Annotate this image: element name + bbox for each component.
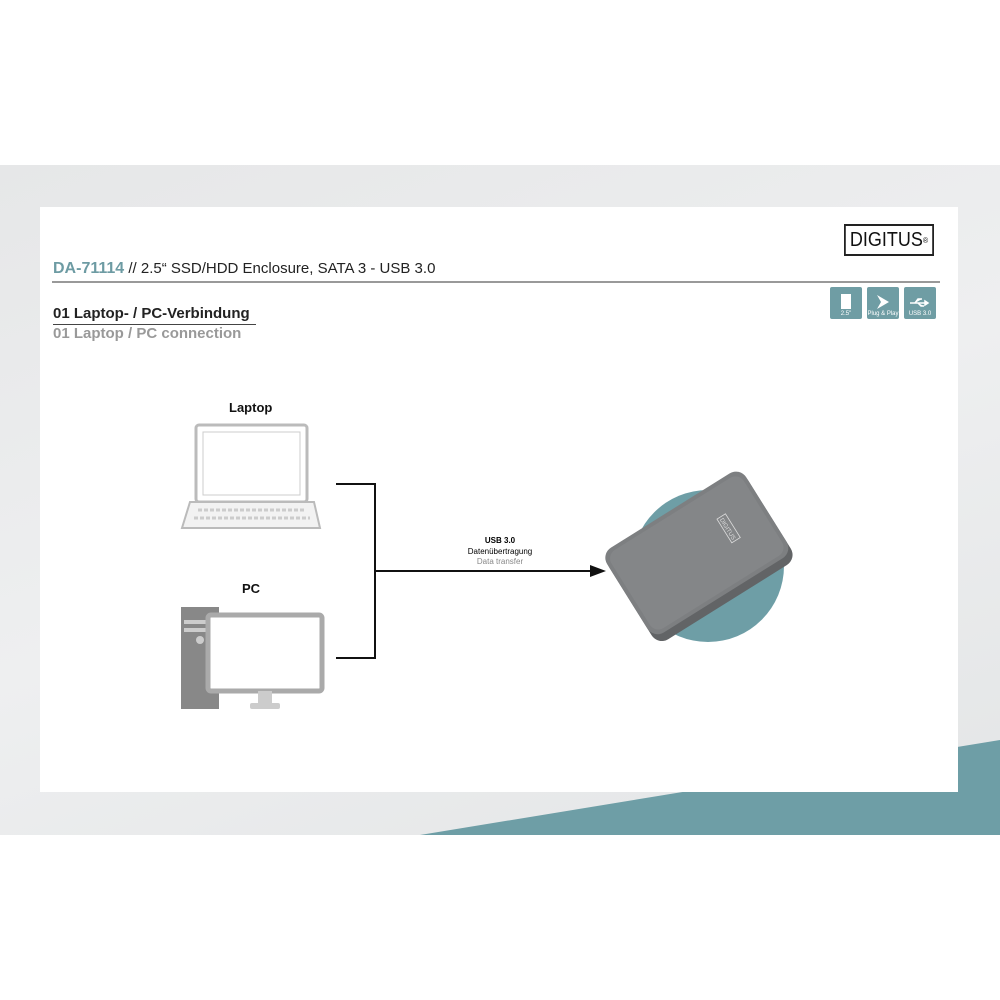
feature-badges: 2.5" Plug & Play USB 3.0 [830,287,936,319]
laptop-icon [180,423,322,529]
link-desc-de: Datenübertragung [467,547,533,556]
arrow-head-icon [590,565,606,577]
product-title: DA-71114 // 2.5“ SSD/HDD Enclosure, SATA… [53,260,436,277]
usb-icon [910,298,930,307]
link-desc-en: Data transfer [476,557,524,566]
sku: DA-71114 [53,260,125,277]
divider [52,281,940,283]
hdd-icon [841,294,851,309]
badge-usb: USB 3.0 [904,287,936,319]
product-name: 2.5“ SSD/HDD Enclosure, SATA 3 - USB 3.0 [140,260,436,277]
plug-and-play-icon [877,295,889,309]
pc-icon [181,607,325,709]
laptop-label: Laptop [229,400,273,415]
connector-bracket [336,483,376,659]
section-title-en: 01 Laptop / PC connection [53,325,242,342]
section-title-de: 01 Laptop- / PC-Verbindung [53,305,256,325]
digitus-logo: DIGITUS® [844,224,934,256]
badge-plug-and-play: Plug & Play [867,287,899,319]
link-title: USB 3.0 [484,536,516,545]
pc-label: PC [242,581,261,596]
enclosure-image: DIGITUS [605,471,793,642]
badge-hdd: 2.5" [830,287,862,319]
